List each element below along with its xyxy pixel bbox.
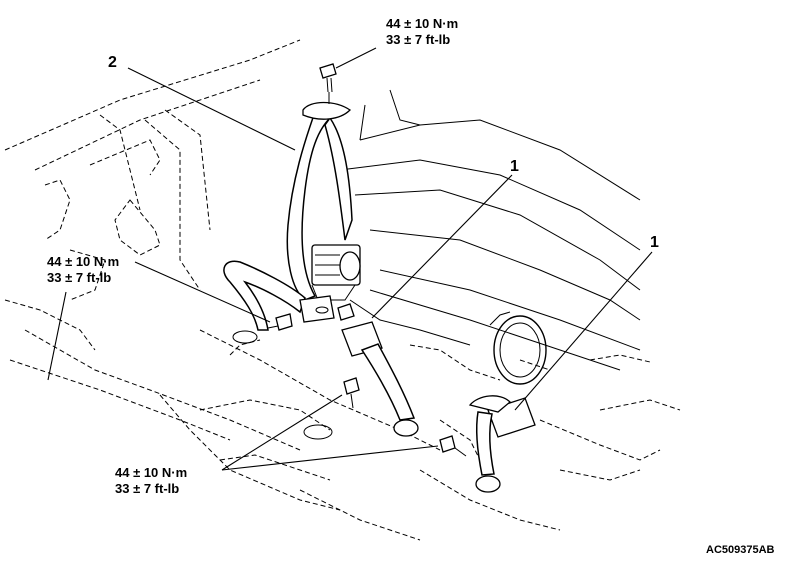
torque-label-left: 44 ± 10 N·m 33 ± 7 ft-lb <box>47 254 119 286</box>
figure-code: AC509375AB <box>706 544 775 556</box>
torque-label-top: 44 ± 10 N·m 33 ± 7 ft-lb <box>386 16 458 48</box>
bolt-icon <box>343 377 360 409</box>
body-outline <box>4 39 681 541</box>
tongue-plate <box>299 295 335 323</box>
callout-center-buckle: 1 <box>510 158 519 175</box>
rear-shelf <box>339 89 641 371</box>
torque-imperial: 33 ± 7 ft-lb <box>115 481 180 496</box>
callout-right-buckle: 1 <box>650 234 659 251</box>
torque-label-bottom: 44 ± 10 N·m 33 ± 7 ft-lb <box>115 465 187 497</box>
retractor <box>311 244 361 301</box>
bolt-icon <box>337 303 355 321</box>
torque-metric: 44 ± 10 N·m <box>115 465 188 480</box>
torque-imperial: 33 ± 7 ft-lb <box>47 270 112 285</box>
callout-shoulder-belt: 2 <box>108 54 117 71</box>
bolt-icon <box>267 313 293 331</box>
speaker-opening <box>489 311 547 385</box>
torque-metric: 44 ± 10 N·m <box>47 254 120 269</box>
lap-belt <box>223 260 306 331</box>
center-buckle <box>341 321 419 437</box>
torque-metric: 44 ± 10 N·m <box>386 16 459 31</box>
right-buckle <box>468 395 536 493</box>
bolt-icon <box>439 435 467 457</box>
bolt-icon <box>319 63 337 104</box>
floor-recess <box>232 330 333 440</box>
leader-lines <box>47 47 653 471</box>
shoulder-belt <box>286 101 353 301</box>
torque-imperial: 33 ± 7 ft-lb <box>386 32 451 47</box>
